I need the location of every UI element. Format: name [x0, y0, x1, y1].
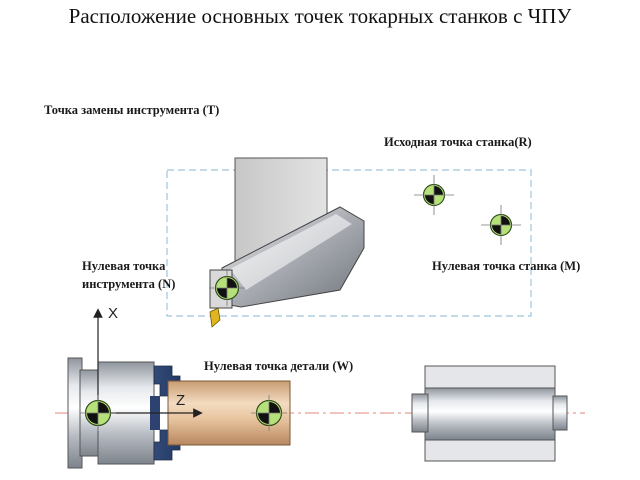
workpiece-zero-point-label: Нулевая точка детали (W)	[204, 359, 354, 373]
machine-zero-point-marker	[481, 205, 521, 245]
z-axis-label: Z	[176, 392, 185, 409]
workpiece-zero-point-marker	[251, 395, 287, 431]
x-axis-label: X	[108, 305, 118, 322]
machine-reference-point-marker	[414, 175, 454, 215]
page-title: Расположение основных точек токарных ста…	[68, 4, 572, 28]
tool-zero-point-label-line1: Нулевая точка	[82, 259, 166, 273]
working-area-frame	[166, 169, 532, 317]
tailstock	[411, 365, 568, 462]
machine-zero-point-label: Нулевая точка станка (M)	[432, 259, 581, 273]
machine-reference-point-label: Исходная точка станка(R)	[384, 135, 532, 149]
tool-zero-point-marker	[209, 270, 245, 306]
spindle-zero-marker	[80, 395, 116, 431]
tool-zero-point-label-line2: инструмента (N)	[82, 277, 176, 291]
tool-change-point-label: Точка замены инструмента (T)	[44, 103, 220, 117]
